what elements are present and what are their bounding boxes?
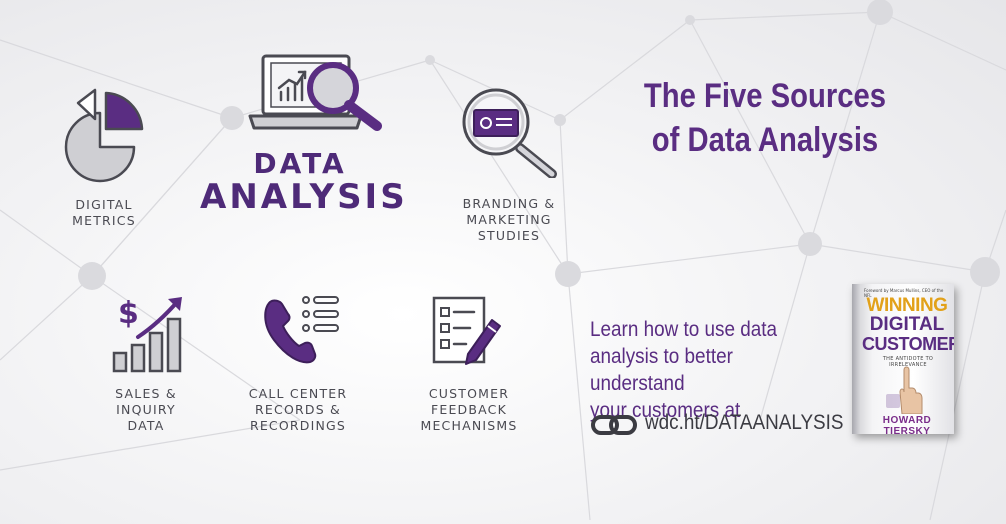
checklist-pencil-icon xyxy=(432,296,501,365)
caption-line: CALL CENTER xyxy=(248,386,348,401)
call-center-caption: CALL CENTER RECORDS & RECORDINGS xyxy=(244,386,352,434)
title-line: The Five Sources xyxy=(643,77,887,115)
caption-line: MARKETING xyxy=(466,212,552,227)
caption-line: DIGITAL xyxy=(75,197,133,212)
cta-text: Learn how to use data analysis to better… xyxy=(590,316,815,424)
book-author: HOWARD TIERSKY xyxy=(882,415,932,434)
book-hand-icon xyxy=(886,366,923,414)
pie-chart-icon xyxy=(64,88,144,183)
caption-line: CUSTOMER xyxy=(428,386,510,401)
page-title: The Five Sources of Data Analysis xyxy=(632,74,899,162)
center-title-line1: DATA xyxy=(253,147,347,180)
title-line: of Data Analysis xyxy=(651,121,879,159)
phone-list-icon xyxy=(264,296,339,364)
sales-growth-icon: $ xyxy=(112,296,182,373)
magnifier-card-icon xyxy=(462,88,557,178)
caption-line: INQUIRY xyxy=(116,402,176,417)
book-foreword: Foreword by Marcus Mullins, CEO of the N… xyxy=(864,288,944,298)
digital-metrics-caption: DIGITAL METRICS xyxy=(68,197,140,229)
book-title-line3: CUSTOMERS xyxy=(862,334,954,354)
caption-line: RECORDS & xyxy=(255,402,341,417)
book-title-line2: DIGITAL xyxy=(869,314,945,335)
sales-caption: SALES & INQUIRY DATA xyxy=(110,386,182,434)
laptop-magnifier-icon xyxy=(248,54,382,131)
caption-line: STUDIES xyxy=(477,228,541,243)
book-cover: Foreword by Marcus Mullins, CEO of the N… xyxy=(852,284,954,434)
customer-feedback-caption: CUSTOMER FEEDBACK MECHANISMS xyxy=(414,386,524,434)
cta-line: analysis to better understand xyxy=(590,345,733,395)
caption-line: MECHANISMS xyxy=(420,418,518,433)
center-title-line2: ANALYSIS xyxy=(200,177,408,217)
branding-caption: BRANDING & MARKETING STUDIES xyxy=(456,196,562,244)
book-title-line1: WINNING xyxy=(866,295,948,316)
cta-line: Learn how to use data xyxy=(590,318,778,341)
caption-line: SALES & xyxy=(115,386,177,401)
chain-link-icon xyxy=(591,415,637,435)
caption-line: FEEDBACK xyxy=(430,402,508,417)
svg-text:$: $ xyxy=(118,296,139,331)
book-spine xyxy=(852,284,860,434)
caption-line: RECORDINGS xyxy=(249,418,347,433)
book-subtitle: THE ANTIDOTE TO IRRELEVANCE xyxy=(882,356,934,368)
caption-line: BRANDING & xyxy=(462,196,556,211)
cta-url-link[interactable]: wdc.ht/DATAANALYSIS xyxy=(645,411,844,434)
caption-line: METRICS xyxy=(72,213,136,228)
caption-line: DATA xyxy=(127,418,165,433)
